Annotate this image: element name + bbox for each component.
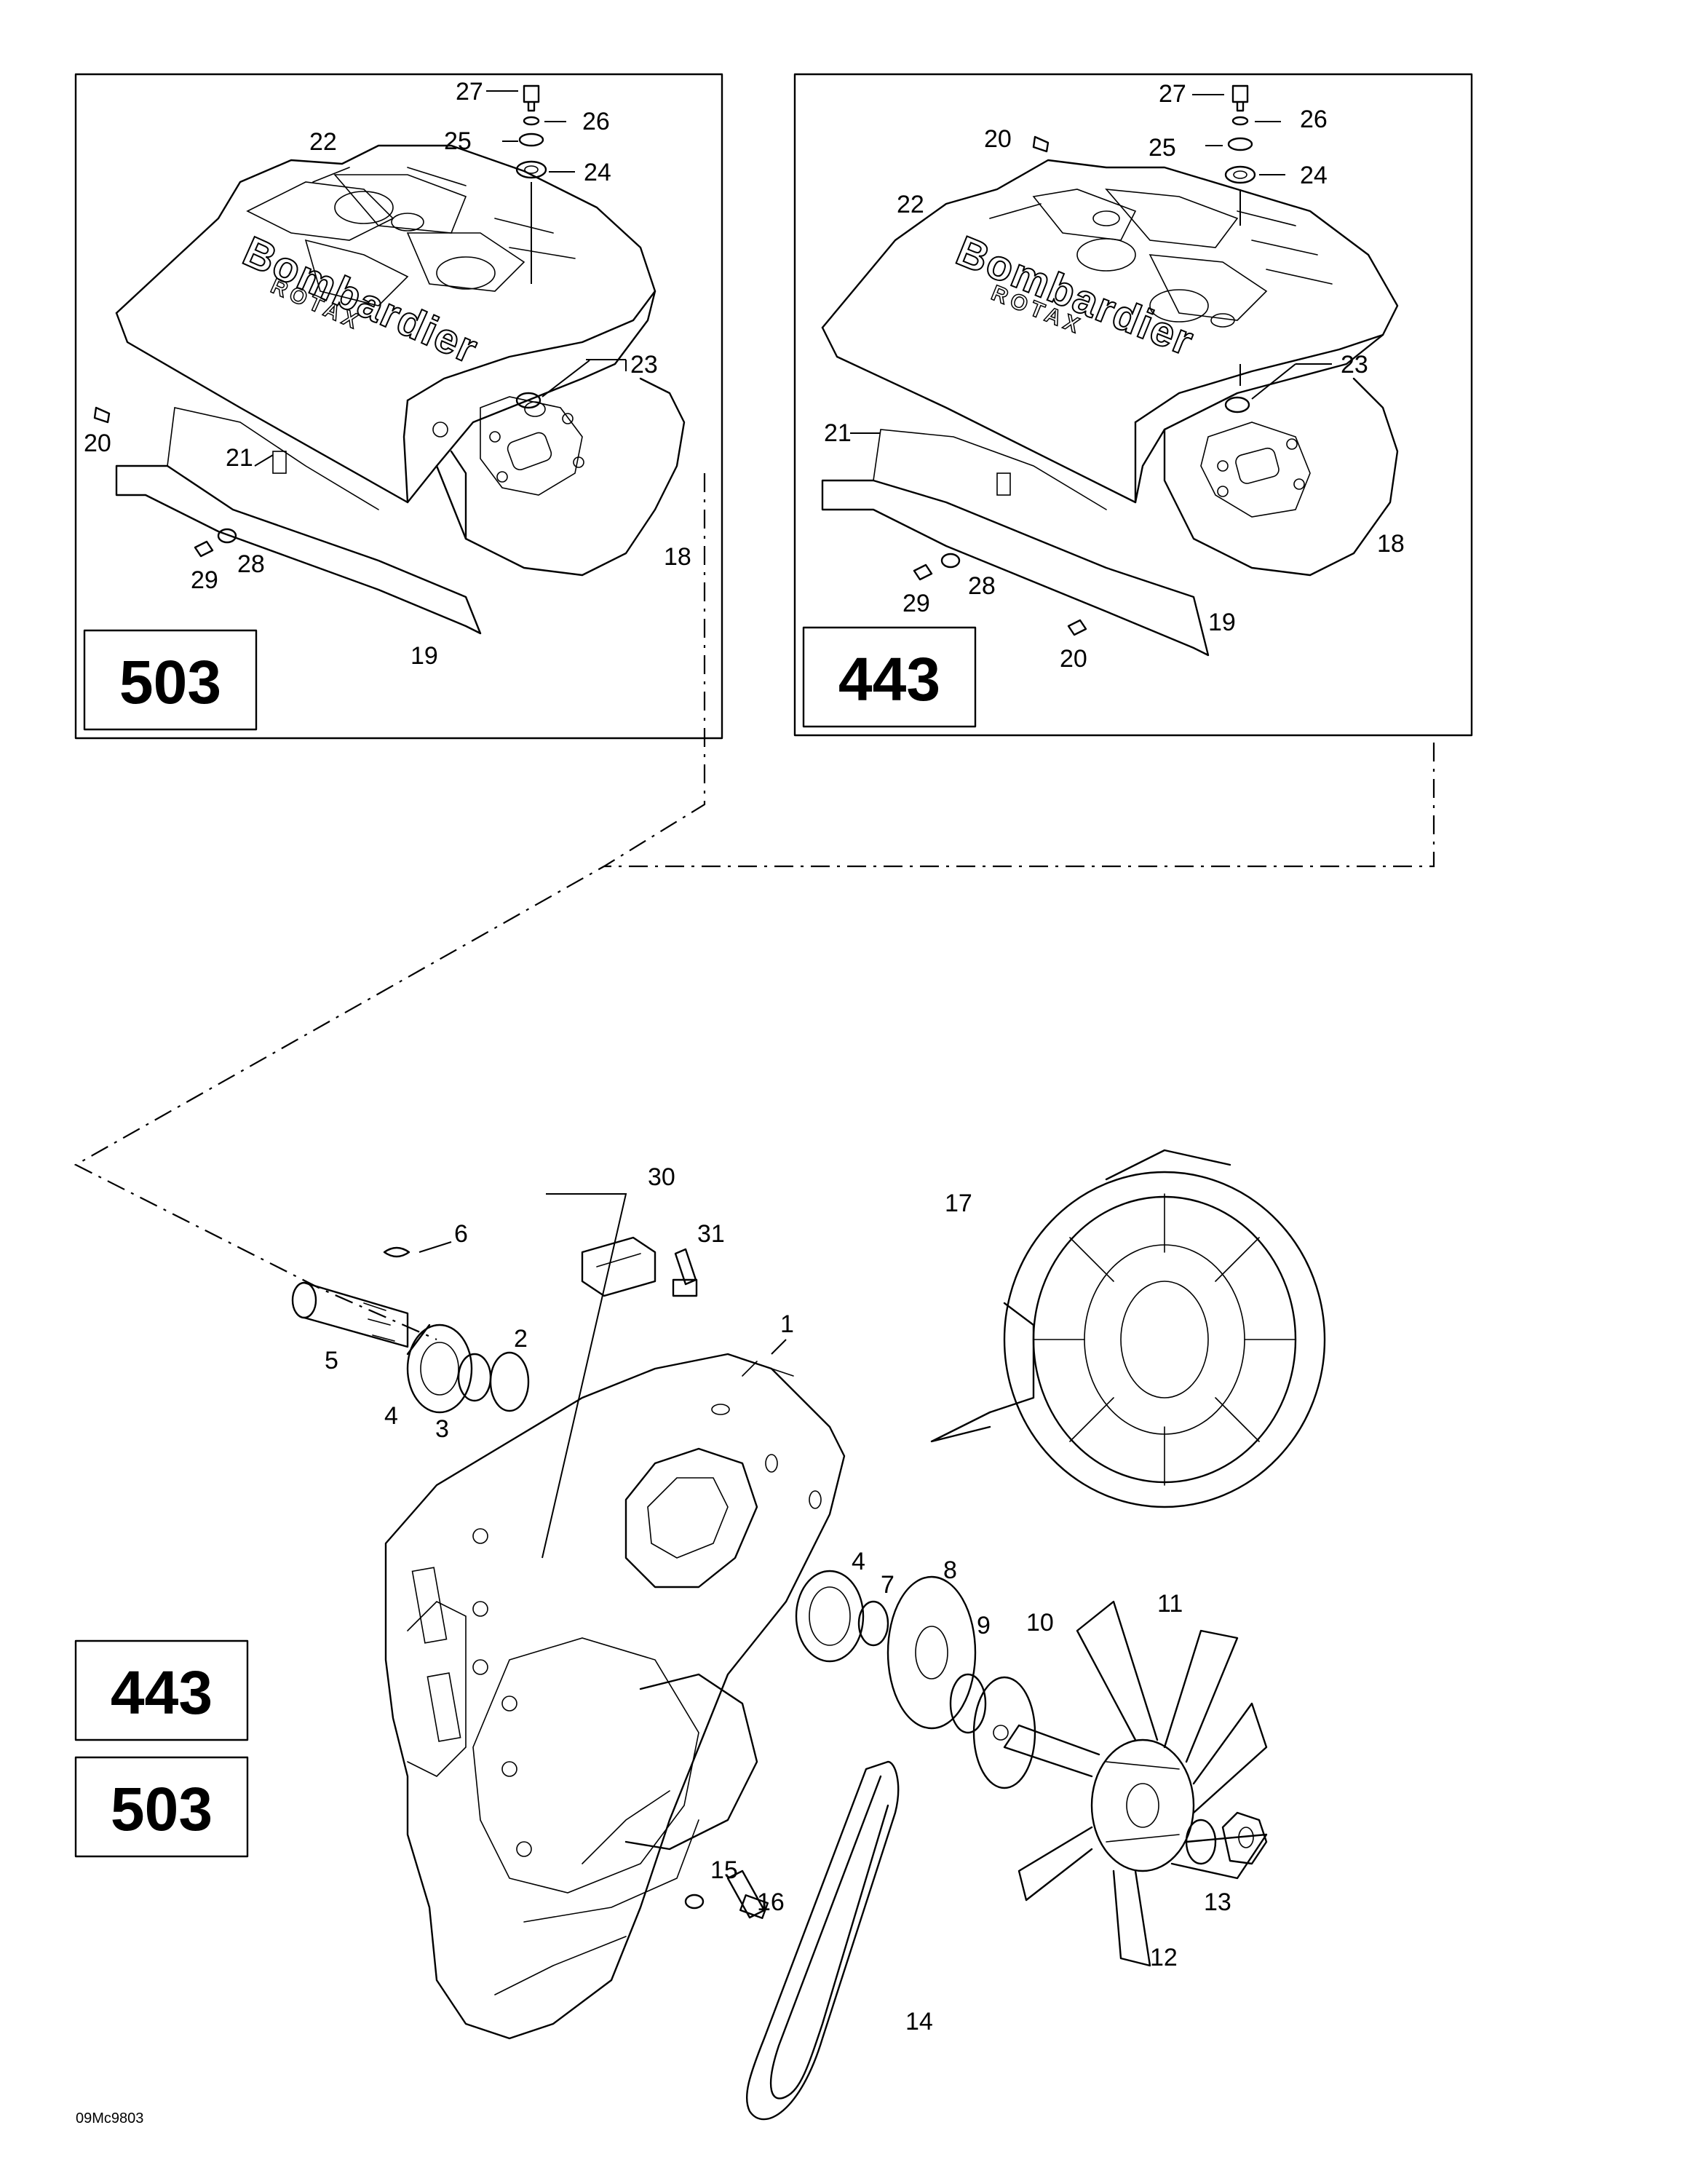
callout-25-right: 25: [1149, 134, 1176, 162]
callout-29-right: 29: [903, 590, 930, 617]
inset-panel-503: Bombardier ROTAX: [74, 73, 723, 740]
callout-14: 14: [905, 2008, 933, 2035]
callout-29-left: 29: [191, 566, 218, 594]
inset-panel-443: Bombardier ROTAX: [793, 73, 1473, 737]
callout-24-left: 24: [584, 159, 611, 186]
drawing-code: 09Mc9803: [76, 2110, 143, 2126]
callout-24-right: 24: [1300, 162, 1328, 189]
callout-22-right: 22: [897, 191, 924, 218]
callout-4-lower: 4: [852, 1548, 865, 1575]
callout-11: 11: [1157, 1590, 1183, 1618]
model-boxes-bottom: 443 503: [74, 1639, 249, 1858]
callout-31: 31: [697, 1220, 725, 1248]
pulley-stack: [795, 1570, 1036, 1789]
callout-9: 9: [977, 1612, 991, 1639]
model-label-bottom-443: 443: [111, 1658, 213, 1727]
callout-15: 15: [710, 1856, 738, 1884]
callout-25-left: 25: [444, 127, 472, 155]
callout-18-right: 18: [1377, 530, 1405, 558]
callout-23-left: 23: [630, 351, 658, 379]
callout-18-left: 18: [664, 543, 691, 571]
model-box-bottom-443: [74, 1639, 249, 1741]
cooling-fan: [1003, 1600, 1268, 1967]
callout-20-right-top: 20: [984, 125, 1012, 153]
leaders-left: [254, 90, 627, 467]
callout-19-left: 19: [410, 642, 438, 670]
shaft-part: [291, 1281, 409, 1348]
callout-21-right: 21: [824, 419, 852, 447]
callout-2: 2: [514, 1325, 528, 1353]
callout-7: 7: [881, 1571, 894, 1599]
assembly-chain-lines: [74, 473, 1435, 1341]
leaders-main: [418, 1241, 787, 1355]
callout-6: 6: [454, 1220, 468, 1248]
model-box-inset-right: [802, 626, 977, 728]
callout-21-left: 21: [226, 444, 253, 472]
fan-housing-drawing: [384, 1353, 846, 2040]
callout-26-left: 26: [582, 108, 610, 135]
callout-1: 1: [780, 1310, 794, 1338]
callout-20-right-bottom: 20: [1060, 645, 1087, 673]
callout-17: 17: [945, 1190, 972, 1217]
callout-26-right: 26: [1300, 106, 1328, 133]
callout-28-left: 28: [237, 550, 265, 578]
callout-27-left: 27: [456, 78, 483, 106]
callout-13: 13: [1204, 1888, 1231, 1916]
callout-30: 30: [648, 1163, 675, 1191]
callout-28-right: 28: [968, 572, 996, 600]
callout-16: 16: [757, 1888, 785, 1916]
washer-and-screw-15-16: [684, 1870, 769, 1920]
callout-22-left: 22: [309, 128, 337, 156]
key-part: [383, 1246, 410, 1258]
model-label-inset-right: 443: [838, 645, 940, 713]
model-box-inset-left: [83, 629, 258, 731]
inset-frame-right: [793, 73, 1473, 737]
callout-27-right: 27: [1159, 80, 1186, 108]
callout-20-left: 20: [84, 430, 111, 457]
callout-19-right: 19: [1208, 609, 1236, 636]
leaders-right: [850, 94, 1332, 434]
callout-12: 12: [1150, 1944, 1178, 1971]
callout-10: 10: [1026, 1609, 1054, 1637]
callout-3: 3: [435, 1415, 449, 1443]
nut-and-washer: [1185, 1811, 1268, 1865]
inset-frame-left: [74, 73, 723, 740]
callout-8: 8: [943, 1556, 957, 1584]
brand-logo-right: Bombardier: [950, 227, 1201, 365]
drive-belt: [745, 1760, 900, 2121]
bearing-upper: [406, 1324, 530, 1414]
callout-5: 5: [325, 1347, 338, 1374]
model-label-bottom-503: 503: [111, 1775, 213, 1843]
brand-logo-left: Bombardier: [237, 227, 485, 373]
model-box-bottom-503: [74, 1756, 249, 1858]
model-label-inset-left: 503: [119, 648, 221, 716]
clamp-and-screw: [542, 1193, 698, 1559]
fan-guard: [930, 1149, 1326, 1508]
callout-23-right: 23: [1341, 351, 1368, 379]
callout-4-upper: 4: [384, 1402, 398, 1430]
main-assembly: 30 6 31 17 1 2 5 4 3 4 7 8 11 9 10 15 16…: [291, 1149, 1326, 2121]
